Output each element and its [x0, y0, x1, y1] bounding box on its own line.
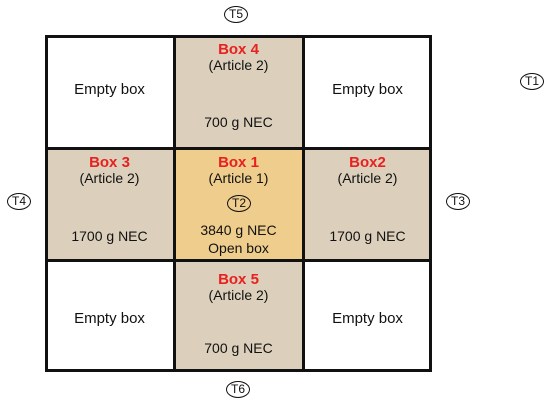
- empty-box-top-right-label: Empty box: [332, 81, 403, 98]
- tag-t4: T4: [7, 193, 31, 210]
- box-1-article: (Article 1): [208, 170, 269, 186]
- box-5-weight: 700 g NEC: [204, 340, 273, 356]
- grid-line-left: [45, 35, 48, 372]
- box-1-weight: 3840 g NEC: [200, 222, 277, 238]
- tag-t6: T6: [226, 381, 250, 398]
- grid-line-col-1: [173, 35, 176, 372]
- grid-line-col-2: [302, 35, 305, 372]
- box-4-article: (Article 2): [208, 57, 269, 73]
- cell-box-2: [303, 148, 432, 260]
- box-4-name: Box 4: [218, 41, 259, 58]
- cell-box-5: [174, 260, 303, 372]
- box-5-article: (Article 2): [208, 287, 269, 303]
- grid-line-bottom: [45, 369, 432, 372]
- box-grid: Empty box Box 4 (Article 2) 700 g NEC Em…: [45, 35, 432, 372]
- grid-line-right: [429, 35, 432, 372]
- grid-line-top: [45, 35, 432, 38]
- box-3-name: Box 3: [89, 154, 130, 171]
- box-2-weight: 1700 g NEC: [329, 228, 406, 244]
- cell-empty-top-left: [45, 35, 174, 148]
- tag-t2: T2: [227, 195, 251, 212]
- box-5-name: Box 5: [218, 271, 259, 288]
- tag-t5: T5: [224, 6, 248, 23]
- grid-line-row-2: [45, 259, 432, 262]
- grid-line-row-1: [45, 147, 432, 150]
- empty-box-top-left-label: Empty box: [74, 81, 145, 98]
- cell-empty-bottom-right: [303, 260, 432, 372]
- cell-empty-top-right: [303, 35, 432, 148]
- cell-empty-bottom-left: [45, 260, 174, 372]
- box-3-article: (Article 2): [79, 170, 140, 186]
- cell-box-3: [45, 148, 174, 260]
- tag-t1: T1: [520, 73, 544, 90]
- empty-box-bottom-right-label: Empty box: [332, 310, 403, 327]
- empty-box-bottom-left-label: Empty box: [74, 310, 145, 327]
- box-2-article: (Article 2): [337, 170, 398, 186]
- tag-t3: T3: [446, 193, 470, 210]
- box-1-status: Open box: [208, 240, 269, 256]
- box-4-weight: 700 g NEC: [204, 114, 273, 130]
- cell-box-4: [174, 35, 303, 148]
- box-3-weight: 1700 g NEC: [71, 228, 148, 244]
- box-2-name: Box2: [349, 154, 386, 171]
- box-1-name: Box 1: [218, 154, 259, 171]
